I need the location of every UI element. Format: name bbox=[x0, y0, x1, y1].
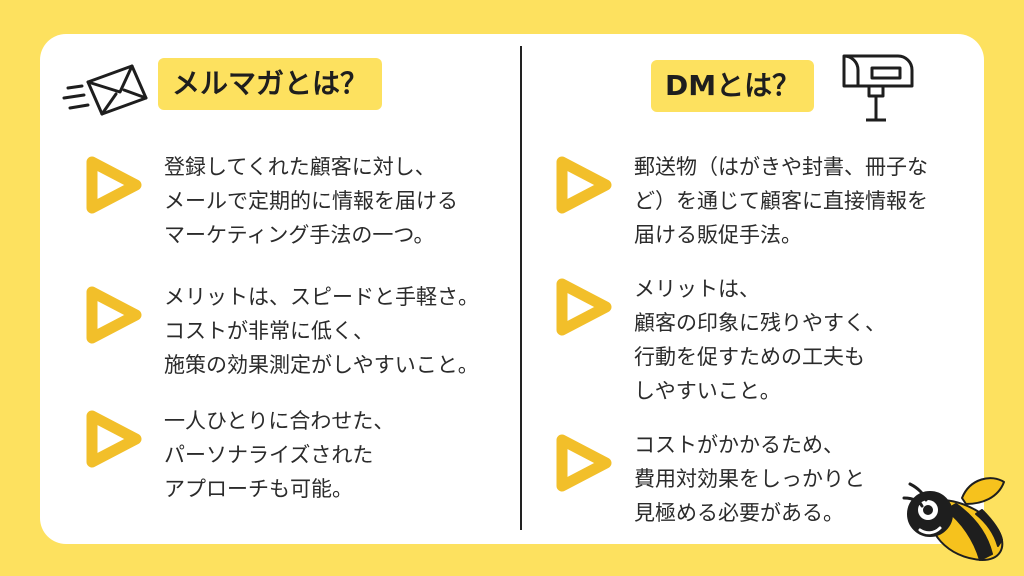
list-item: 郵送物（はがきや封書、冊子な ど）を通じて顧客に直接情報を 届ける販促手法。 bbox=[556, 150, 928, 252]
envelope-icon bbox=[62, 64, 148, 116]
triangle-bullet-icon bbox=[556, 278, 612, 336]
right-title: DMとは？ bbox=[651, 60, 815, 112]
triangle-bullet-icon bbox=[556, 434, 612, 492]
item-text: メリットは、スピードと手軽さ。 コストが非常に低く、 施策の効果測定がしやすいこ… bbox=[164, 285, 479, 377]
item-text: 登録してくれた顧客に対し、 メールで定期的に情報を届ける マーケティング手法の一… bbox=[164, 155, 458, 247]
list-item: メリットは、 顧客の印象に残りやすく、 行動を促すための工夫も しやすいこと。 bbox=[556, 272, 886, 408]
item-text: コストがかかるため、 費用対効果をしっかりと 見極める必要がある。 bbox=[634, 433, 865, 525]
list-item: コストがかかるため、 費用対効果をしっかりと 見極める必要がある。 bbox=[556, 428, 865, 530]
triangle-bullet-icon bbox=[86, 156, 142, 214]
item-text: メリットは、 顧客の印象に残りやすく、 行動を促すための工夫も しやすいこと。 bbox=[634, 277, 886, 403]
column-divider bbox=[520, 46, 522, 530]
content-card bbox=[40, 34, 984, 544]
triangle-bullet-icon bbox=[86, 286, 142, 344]
triangle-bullet-icon bbox=[556, 156, 612, 214]
list-item: 登録してくれた顧客に対し、 メールで定期的に情報を届ける マーケティング手法の一… bbox=[86, 150, 458, 252]
mailbox-icon bbox=[842, 54, 914, 122]
bee-icon bbox=[902, 477, 1005, 561]
list-item: 一人ひとりに合わせた、 パーソナライズされた アプローチも可能。 bbox=[86, 404, 394, 506]
item-text: 郵送物（はがきや封書、冊子な ど）を通じて顧客に直接情報を 届ける販促手法。 bbox=[634, 155, 928, 247]
item-text: 一人ひとりに合わせた、 パーソナライズされた アプローチも可能。 bbox=[164, 409, 395, 501]
triangle-bullet-icon bbox=[86, 410, 142, 468]
list-item: メリットは、スピードと手軽さ。 コストが非常に低く、 施策の効果測定がしやすいこ… bbox=[86, 280, 479, 382]
left-title: メルマガとは？ bbox=[158, 58, 383, 110]
